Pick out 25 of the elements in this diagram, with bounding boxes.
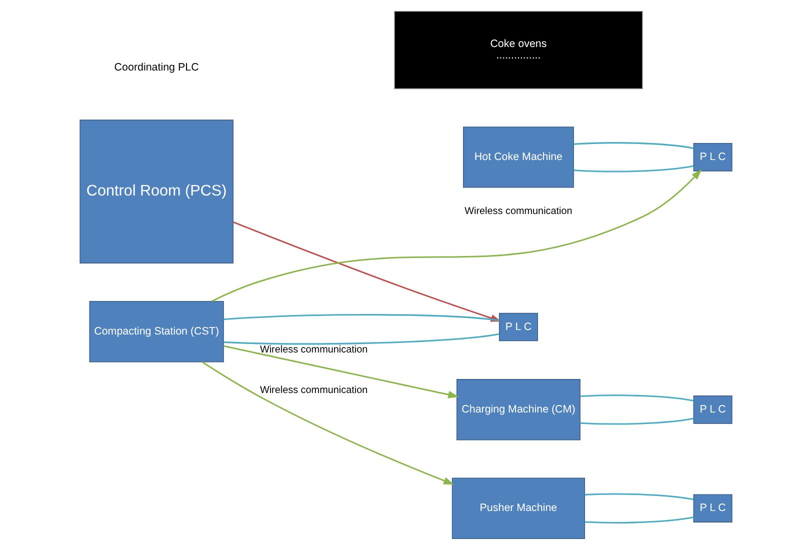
connector [584, 493, 694, 500]
node-box: P L C [693, 494, 732, 523]
node-box: Control Room (PCS) [80, 120, 234, 264]
node-box: P L C [498, 312, 538, 342]
connector [584, 516, 694, 524]
connector [574, 142, 694, 150]
node-box: Hot Coke Machine [463, 126, 574, 188]
connector [580, 394, 694, 402]
edge-label: Wireless communication [260, 344, 368, 356]
connector [224, 314, 500, 322]
node-box: Charging Machine (CM) [456, 379, 580, 440]
edge-label: Wireless communication [464, 206, 572, 218]
node-box: Pusher Machine [452, 478, 586, 539]
connector [574, 165, 694, 172]
arrow [211, 169, 702, 302]
node-box: P L C [693, 396, 732, 424]
arrow [202, 361, 454, 485]
node-box: Compacting Station (CST) [89, 301, 224, 362]
arrow [223, 345, 459, 398]
connector [224, 333, 500, 345]
edge-label: Wireless communication [260, 385, 368, 396]
connector [580, 418, 694, 425]
node-box: P L C [693, 143, 732, 172]
label: Coordinating PLC [114, 61, 199, 74]
node-box: Coke ovens ............... [394, 11, 643, 90]
